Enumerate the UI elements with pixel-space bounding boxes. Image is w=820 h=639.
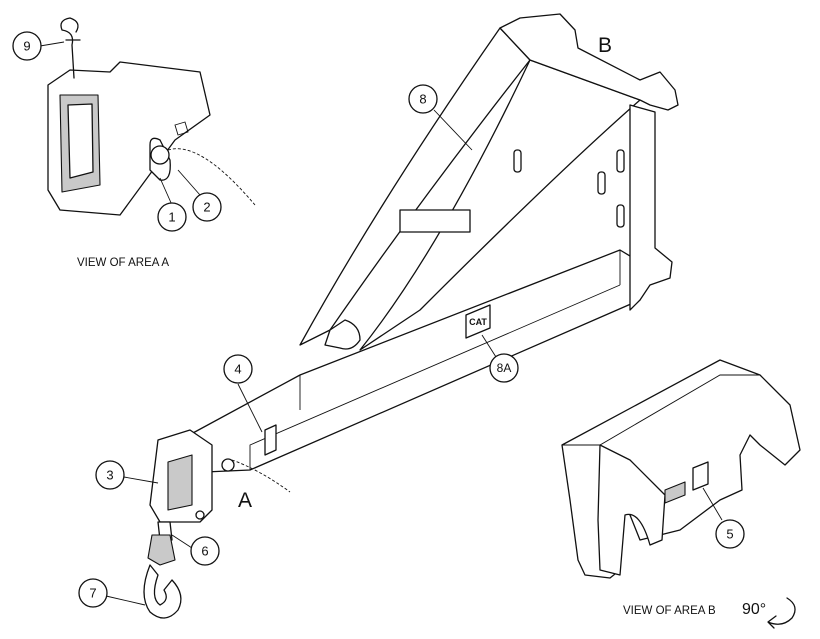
view-a-chain (167, 148, 256, 206)
svg-text:9: 9 (23, 39, 30, 54)
svg-text:8A: 8A (497, 361, 512, 375)
gusset-plate (324, 319, 361, 350)
svg-text:7: 7 (89, 586, 96, 601)
rotation-arrow-icon (767, 597, 796, 629)
view-b-label: VIEW OF AREA B (623, 605, 716, 617)
svg-text:3: 3 (106, 468, 113, 483)
lifting-hook (143, 521, 182, 619)
callout-2: 2 (192, 192, 222, 222)
cat-logo-text: CAT (469, 317, 487, 327)
top-bracket (499, 13, 679, 111)
svg-text:5: 5 (726, 527, 733, 542)
svg-text:8: 8 (419, 92, 426, 107)
callout-5: 5 (715, 519, 745, 549)
svg-text:2: 2 (203, 200, 210, 215)
view-a-label: VIEW OF AREA A (77, 257, 169, 269)
callout-9: 9 (12, 31, 42, 61)
main-beam-edge (249, 250, 621, 470)
callout-6: 6 (190, 536, 220, 566)
view-a-anchor (174, 121, 189, 136)
view-b-decal-5 (692, 461, 709, 491)
area-a-marker: A (238, 489, 252, 512)
side-plate-slots (513, 149, 625, 228)
callout-3: 3 (95, 460, 125, 490)
callout-1: 1 (157, 202, 187, 232)
truss-arm-inner (359, 59, 641, 351)
cross-brace (399, 209, 471, 233)
view-a-pin-ring (150, 145, 170, 165)
decal-4 (264, 424, 277, 456)
tip-bolt (195, 510, 205, 520)
cotter-pin (60, 17, 81, 79)
callout-7: 7 (78, 578, 108, 608)
view-b-hook-left (597, 444, 666, 576)
callout-4: 4 (223, 354, 253, 384)
view-b-body (561, 359, 801, 579)
leader-lines (39, 41, 723, 606)
rotation-label: 90° (742, 601, 766, 618)
cat-logo-plate: CAT (465, 304, 491, 339)
view-b-top-edge (562, 374, 760, 446)
tip-chain (231, 459, 291, 493)
svg-text:6: 6 (201, 544, 208, 559)
view-a-inset (47, 17, 256, 216)
svg-text:1: 1 (168, 210, 175, 225)
svg-text:4: 4 (234, 362, 241, 377)
tip-pin (221, 458, 235, 472)
view-b-plate (664, 481, 686, 504)
view-b-inset (561, 359, 801, 629)
callout-8a: 8A (489, 353, 519, 383)
callout-8: 8 (408, 84, 438, 114)
tip-opening (167, 454, 193, 511)
truss-arm (299, 27, 531, 346)
side-plate (629, 104, 673, 311)
area-b-marker: B (598, 34, 612, 57)
jib-boom: CAT (143, 13, 679, 619)
